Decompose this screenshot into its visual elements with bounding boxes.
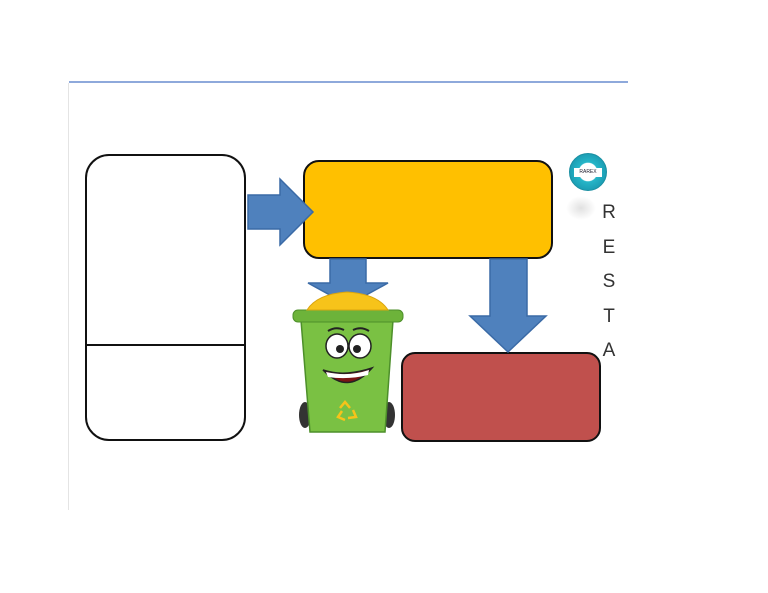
yellow-box [303,160,553,259]
recycle-symbol-icon [336,400,358,422]
arrow-right-icon [247,177,315,247]
left-tall-box [85,154,246,441]
letter-a: A [602,340,616,361]
logo-badge-text: RAREX [574,168,602,177]
letter-s: S [602,271,616,292]
letter-e: E [602,236,616,258]
top-rule [69,81,628,83]
red-box [401,352,601,442]
logo-badge: RAREX [569,153,607,191]
letter-t: T [603,305,615,327]
badge-shadow [566,196,596,220]
left-margin-line [68,83,69,510]
left-box-divider [87,344,244,346]
arrow-down-icon-to-bin [307,258,389,306]
letter-r: R [602,202,616,223]
arrow-down-icon-to-red-box [468,258,548,354]
vertical-word-resta: R E S T A [600,196,618,369]
